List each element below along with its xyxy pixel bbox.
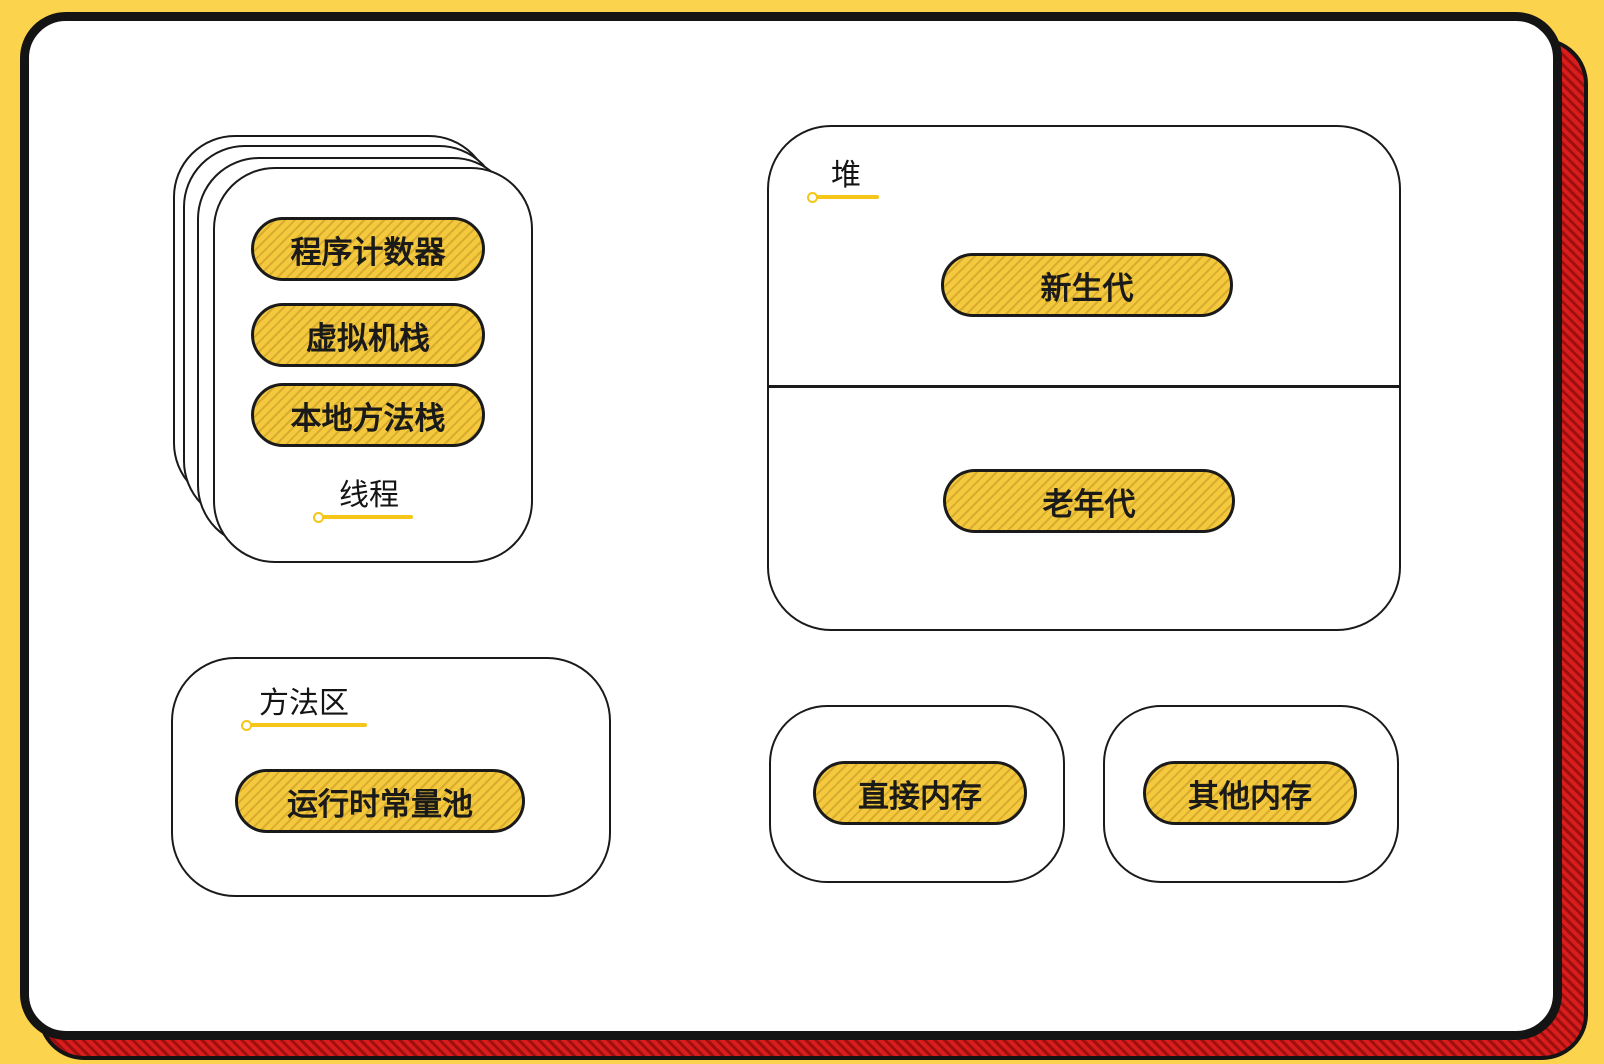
direct-memory-pill: 直接内存 [813, 761, 1027, 825]
vm-stack-pill: 虚拟机栈 [251, 303, 485, 367]
old-generation-label: 老年代 [1042, 486, 1136, 523]
heap-box: 堆 新生代 老年代 [767, 125, 1401, 631]
other-memory-pill: 其他内存 [1143, 761, 1357, 825]
runtime-constant-pool-pill: 运行时常量池 [235, 769, 525, 833]
method-area-title: 方法区 [241, 683, 367, 731]
vm-stack-label: 虚拟机栈 [306, 320, 430, 357]
other-memory-label: 其他内存 [1188, 778, 1312, 815]
heap-title-dot [807, 192, 818, 203]
thread-title: 线程 [313, 475, 413, 523]
heap-divider [769, 385, 1399, 388]
thread-box: 程序计数器 虚拟机栈 本地方法栈 线程 [213, 167, 533, 563]
program-counter-pill: 程序计数器 [251, 217, 485, 281]
native-method-stack-label: 本地方法栈 [290, 400, 446, 437]
diagram-canvas: 程序计数器 虚拟机栈 本地方法栈 线程 堆 新生代 老年代 方法区 [20, 12, 1562, 1040]
method-area-title-underline [247, 723, 367, 727]
runtime-constant-pool-label: 运行时常量池 [287, 786, 473, 823]
method-area-box: 方法区 运行时常量池 [171, 657, 611, 897]
heap-title-underline [813, 195, 879, 199]
young-generation-label: 新生代 [1040, 270, 1134, 307]
old-generation-pill: 老年代 [943, 469, 1235, 533]
thread-title-dot [313, 512, 324, 523]
heap-title-text: 堆 [831, 158, 861, 193]
thread-title-underline [319, 515, 413, 519]
other-memory-box: 其他内存 [1103, 705, 1399, 883]
heap-title: 堆 [807, 155, 879, 203]
program-counter-label: 程序计数器 [290, 234, 446, 271]
method-area-title-dot [241, 720, 252, 731]
native-method-stack-pill: 本地方法栈 [251, 383, 485, 447]
method-area-title-text: 方法区 [259, 686, 349, 721]
thread-title-text: 线程 [339, 478, 399, 513]
young-generation-pill: 新生代 [941, 253, 1233, 317]
direct-memory-label: 直接内存 [858, 778, 982, 815]
direct-memory-box: 直接内存 [769, 705, 1065, 883]
